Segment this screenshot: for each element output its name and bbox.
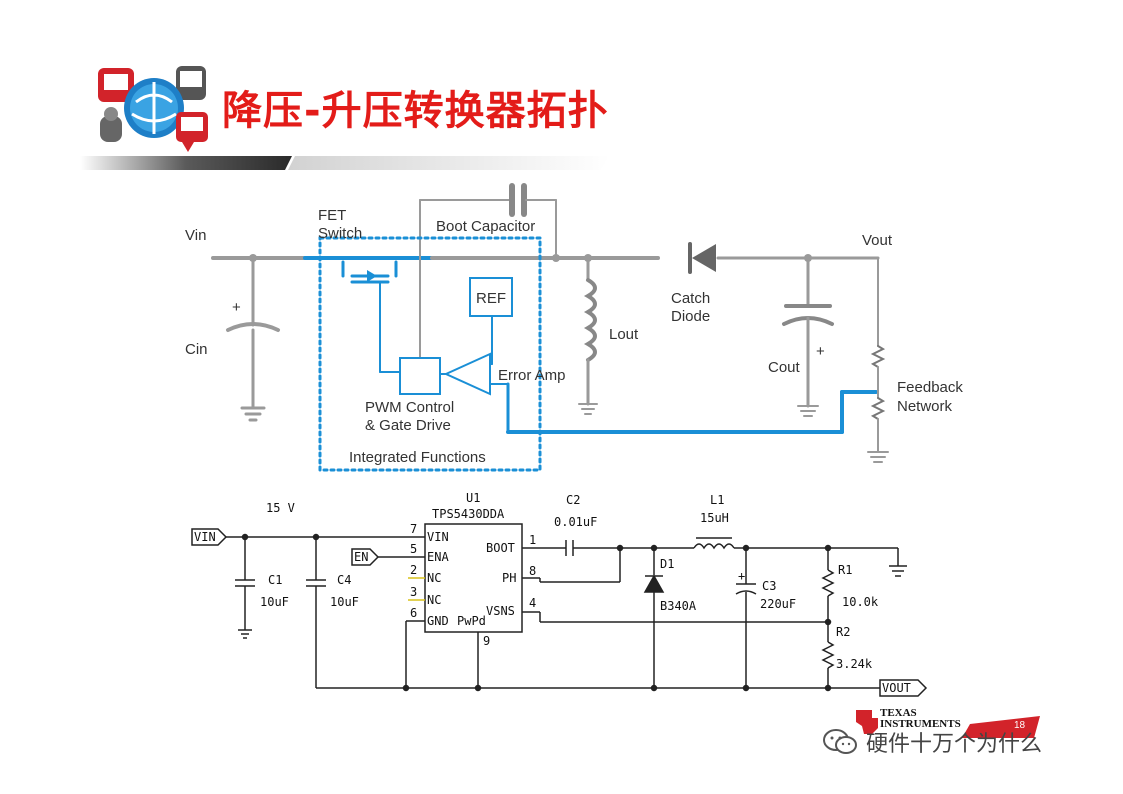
- pin-2-num: 2: [410, 563, 417, 577]
- integrated-functions-label: Integrated Functions: [349, 449, 486, 466]
- tps5430-schematic: [191, 523, 928, 697]
- c3-value-label: 220uF: [760, 597, 796, 611]
- c4-value-label: 10uF: [330, 595, 359, 609]
- pin-3-name: NC: [427, 593, 441, 607]
- d1-value-label: B340A: [660, 599, 697, 613]
- en-port-label: EN: [354, 550, 368, 564]
- pin-1-num: 1: [529, 533, 536, 547]
- watermark-text: 硬件十万个为什么: [866, 732, 1043, 757]
- vin-port-label: VIN: [194, 530, 216, 544]
- pin-2-name: NC: [427, 571, 441, 585]
- schematic-labels: 15 V VIN EN VOUT U1 TPS5430DDA 7 VIN 5 E…: [194, 491, 911, 695]
- c1-ref-label: C1: [268, 573, 282, 587]
- catch-diode-label: Catch Diode: [671, 290, 714, 325]
- r2-value-label: 3.24k: [836, 657, 873, 671]
- ti-name-line2: INSTRUMENTS: [880, 718, 961, 730]
- cin-label: Cin: [185, 341, 208, 358]
- pin-7-num: 7: [410, 522, 417, 536]
- u1-ref-label: U1: [466, 491, 480, 505]
- vin-label: Vin: [185, 227, 206, 244]
- c4-ref-label: C4: [337, 573, 351, 587]
- watermark: 硬件十万个为什么: [822, 726, 1042, 758]
- fet-switch-line2: Switch: [318, 225, 362, 242]
- cout-label: Cout: [768, 359, 801, 376]
- pin-9-num: 9: [483, 634, 490, 648]
- cout-plus: +: [816, 343, 825, 360]
- pin-6-name: GND: [427, 614, 449, 628]
- pin-8-num: 8: [529, 564, 536, 578]
- pin-5-name: ENA: [427, 550, 449, 564]
- error-amp-label: Error Amp: [498, 367, 566, 384]
- ref-label: REF: [476, 290, 506, 307]
- header-divider: [80, 156, 610, 170]
- c2-value-label: 0.01uF: [554, 515, 597, 529]
- c3-ref-label: C3: [762, 579, 776, 593]
- boot-capacitor-label: Boot Capacitor: [436, 218, 535, 235]
- pin-7-name: VIN: [427, 530, 449, 544]
- l1-ref-label: L1: [710, 493, 724, 507]
- r2-ref-label: R2: [836, 625, 850, 639]
- c2-ref-label: C2: [566, 493, 580, 507]
- pin-6-num: 6: [410, 606, 417, 620]
- block-diagram: [211, 183, 889, 472]
- feedback-line2: Network: [897, 398, 953, 415]
- slide-number: 18: [1014, 720, 1026, 731]
- lout-label: Lout: [609, 326, 639, 343]
- supply-label: 15 V: [266, 501, 295, 515]
- feedback-line1: Feedback: [897, 379, 963, 396]
- feedback-network-label: Feedback Network: [897, 379, 967, 415]
- pwm-control-label: PWM Control & Gate Drive: [365, 399, 458, 434]
- u1-part-label: TPS5430DDA: [432, 507, 505, 521]
- pin-4-num: 4: [529, 596, 536, 610]
- pin-5-num: 5: [410, 542, 417, 556]
- r1-value-label: 10.0k: [842, 595, 879, 609]
- cin-plus: +: [232, 299, 241, 316]
- catch-diode-line2: Diode: [671, 308, 710, 325]
- vout-port-label: VOUT: [882, 681, 911, 695]
- texas-instruments-wordmark: TEXAS INSTRUMENTS: [880, 708, 980, 730]
- pin-pwpd-name: PwPd: [457, 614, 486, 628]
- slide-title: 降压-升压转换器拓扑: [222, 88, 609, 134]
- pin-1-name: BOOT: [486, 541, 515, 555]
- l1-value-label: 15uH: [700, 511, 729, 525]
- r1-ref-label: R1: [838, 563, 852, 577]
- pin-8-name: PH: [502, 571, 516, 585]
- fet-switch-label: FET Switch: [318, 207, 362, 242]
- ti-name-line1: TEXAS: [880, 707, 917, 719]
- pwm-line1: PWM Control: [365, 399, 454, 416]
- texas-instruments-logo-icon: [856, 710, 1040, 738]
- wechat-icon: [823, 729, 857, 754]
- pwm-line2: & Gate Drive: [365, 417, 451, 434]
- fet-switch-line1: FET: [318, 207, 346, 224]
- pin-4-name: VSNS: [486, 604, 515, 618]
- block-diagram-labels: Vin FET Switch Boot Capacitor REF Cin + …: [185, 207, 967, 466]
- vout-label: Vout: [862, 232, 893, 249]
- c3-plus: +: [738, 569, 745, 583]
- c1-value-label: 10uF: [260, 595, 289, 609]
- catch-diode-line1: Catch: [671, 290, 710, 307]
- pin-3-num: 3: [410, 585, 417, 599]
- d1-ref-label: D1: [660, 557, 674, 571]
- presentation-logo-icon: [98, 66, 208, 152]
